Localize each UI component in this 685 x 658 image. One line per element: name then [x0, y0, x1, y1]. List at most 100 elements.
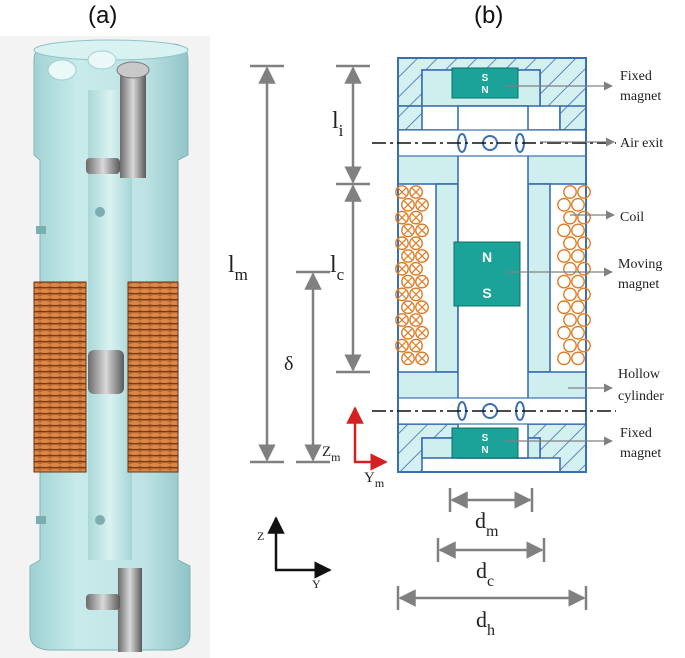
- annotation-leaders: [506, 81, 615, 446]
- local-y-base: Y: [364, 470, 375, 486]
- coil-right-dotted: [557, 185, 591, 366]
- coil-turn-out-of-page: [557, 351, 571, 366]
- coil-turn-out-of-page: [577, 236, 591, 251]
- coil-turn-out-of-page: [557, 249, 571, 263]
- coil-turn-into-page: [415, 325, 429, 340]
- label-fixed-magnet-bottom-1: Fixed: [620, 426, 652, 441]
- top-screw-head: [116, 61, 150, 79]
- coil-turn-into-page: [395, 313, 409, 327]
- dim-lm-base: l: [228, 252, 235, 278]
- coil-winding-left: [33, 281, 87, 473]
- coil-turn-out-of-page: [557, 300, 571, 315]
- fixed-magnet-top: S N: [451, 67, 519, 99]
- fixed-magnet-bottom: S N: [451, 427, 519, 459]
- coil-turn-out-of-page: [577, 261, 591, 276]
- coil-turn-out-of-page: [577, 338, 591, 353]
- panel-label-b: (b): [474, 2, 504, 29]
- global-axes: Z Y: [257, 516, 332, 591]
- moving-magnet: N S: [453, 241, 521, 307]
- coil-turn-into-page: [415, 351, 429, 366]
- coil-turn-into-page: [415, 197, 429, 212]
- dim-dh-base: d: [476, 607, 487, 632]
- coil-turn-out-of-page: [563, 210, 577, 225]
- local-axis-y: Ym: [364, 470, 385, 490]
- schematic: S N N S S N Fixed magnet Air exit Coil M…: [228, 57, 664, 639]
- coil-turn-out-of-page: [557, 325, 571, 340]
- dim-dm-sub: m: [486, 523, 499, 540]
- side-port-render-top: [36, 226, 46, 234]
- dim-li-base: l: [332, 108, 339, 134]
- coil-turn-into-page: [401, 351, 415, 366]
- dim-lm-sub: m: [235, 265, 248, 284]
- coil-turn-into-page: [401, 197, 415, 212]
- label-moving-magnet-1: Moving: [618, 257, 662, 272]
- coil-turn-into-page: [395, 210, 409, 225]
- local-z-sub: m: [331, 450, 341, 464]
- moving-magnet-render: [88, 350, 124, 394]
- coil-turn-into-page: [409, 185, 423, 199]
- dim-li-sub: i: [339, 121, 344, 140]
- coil-turn-out-of-page: [557, 223, 571, 238]
- coil-turn-into-page: [401, 223, 415, 238]
- coil-turn-out-of-page: [563, 287, 577, 302]
- dim-label-dh: dh: [476, 607, 495, 639]
- coil-turn-into-page: [395, 338, 409, 353]
- global-axis-y: Y: [312, 577, 321, 591]
- label-moving-magnet-2: magnet: [618, 277, 659, 292]
- dim-label-delta: δ: [284, 353, 293, 375]
- dim-label-dc: dc: [476, 558, 494, 590]
- coil-turn-into-page: [415, 274, 429, 289]
- dimension-lines: [250, 64, 588, 610]
- coil-turn-into-page: [409, 287, 423, 302]
- coil-turn-into-page: [395, 236, 409, 251]
- coil-turn-into-page: [409, 313, 423, 327]
- coil-turn-into-page: [401, 249, 415, 263]
- coil-turn-out-of-page: [571, 325, 585, 340]
- coil-turn-into-page: [415, 300, 429, 315]
- side-port-render-bottom: [36, 516, 46, 524]
- top-hole-left: [47, 59, 77, 81]
- coil-turn-out-of-page: [577, 210, 591, 225]
- coil-turn-into-page: [395, 287, 409, 302]
- pole-top-n: N: [481, 85, 488, 96]
- coil-turn-into-page: [401, 325, 415, 340]
- coil-turn-out-of-page: [571, 300, 585, 315]
- coil-turn-into-page: [409, 236, 423, 251]
- pole-moving-s: S: [482, 285, 491, 301]
- top-screw: [120, 70, 146, 178]
- coil-turn-out-of-page: [571, 249, 585, 263]
- coil-turn-out-of-page: [571, 351, 585, 366]
- coil-turn-into-page: [409, 210, 423, 225]
- bottom-screw: [118, 568, 142, 652]
- dim-lc-base: l: [330, 252, 337, 278]
- label-hollow-cylinder-2: cylinder: [618, 389, 664, 404]
- coil-turn-into-page: [409, 261, 423, 276]
- pole-top-s: S: [482, 73, 489, 84]
- coil-turn-out-of-page: [571, 274, 585, 289]
- dim-lc-sub: c: [337, 265, 345, 284]
- dim-label-lm: lm: [228, 252, 248, 284]
- coil-turn-out-of-page: [577, 185, 591, 199]
- coil-turn-out-of-page: [563, 261, 577, 276]
- top-fixed-magnet-render: [86, 158, 120, 174]
- coil-turn-into-page: [401, 274, 415, 289]
- dim-label-lc: lc: [330, 252, 345, 284]
- coil-turn-into-page: [395, 261, 409, 276]
- dim-dc-base: d: [476, 558, 487, 583]
- local-z-base: Z: [322, 444, 331, 460]
- coil-turn-out-of-page: [563, 236, 577, 251]
- air-hole-render-bottom: [95, 515, 105, 525]
- coil-left-crossed: [395, 185, 429, 366]
- dim-label-dm: dm: [475, 508, 499, 540]
- local-axes: Zm Ym: [322, 406, 388, 490]
- coil-turn-out-of-page: [557, 197, 571, 212]
- coil-turn-into-page: [415, 223, 429, 238]
- cutaway-render: [0, 36, 210, 658]
- label-fixed-magnet-top-1: Fixed: [620, 69, 652, 84]
- pole-bottom-n: N: [481, 445, 488, 456]
- coil-turn-into-page: [409, 338, 423, 353]
- coil-turn-out-of-page: [563, 185, 577, 199]
- label-fixed-magnet-top-2: magnet: [620, 89, 661, 104]
- dim-dc-sub: c: [487, 573, 494, 590]
